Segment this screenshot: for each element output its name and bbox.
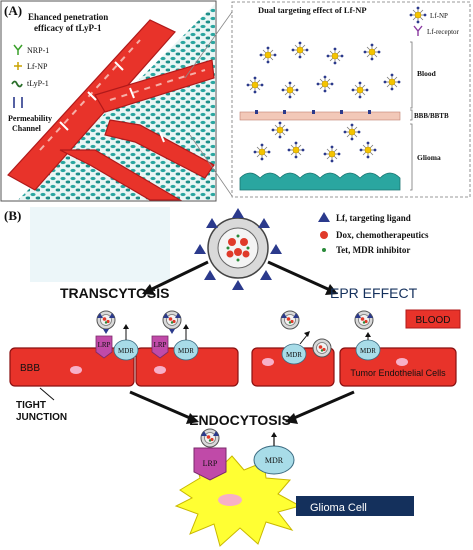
glioma-cell-label: Glioma Cell bbox=[310, 502, 367, 514]
epr-np-3 bbox=[312, 338, 332, 358]
tight-junction-label-1: TIGHT bbox=[16, 400, 46, 411]
legend-ligand-label: Lf, targeting ligand bbox=[336, 213, 411, 223]
legend-tlyp1-label: tLyP-1 bbox=[27, 79, 49, 88]
right-legend-receptor-label: Lf-receptor bbox=[427, 28, 460, 36]
ligand-triangles bbox=[194, 208, 282, 290]
tumor-cells-label: Tumor Endothelial Cells bbox=[350, 368, 446, 378]
arrow-to-epr bbox=[267, 260, 338, 295]
mdr-pump-4: MDR bbox=[355, 332, 381, 361]
legend-nrp1: NRP-1 bbox=[13, 44, 49, 55]
membrane-receptors bbox=[255, 110, 371, 114]
legend-dox: Dox, chemotherapeutics bbox=[320, 230, 429, 240]
legend-tet: Tet, MDR inhibitor bbox=[322, 245, 410, 255]
blood-label: BLOOD bbox=[415, 315, 450, 326]
arrow-epr-to-endocytosis bbox=[285, 390, 355, 424]
legend-lfnp-label: Lf-NP bbox=[27, 62, 48, 71]
region-glioma-label: Glioma bbox=[417, 153, 441, 162]
channel-icon bbox=[13, 97, 23, 108]
epr-np-2 bbox=[354, 310, 374, 330]
tight-junction-label-2: JUNCTION bbox=[16, 412, 67, 423]
blood-box bbox=[405, 309, 461, 329]
legend-perm-label-1: Permeability bbox=[8, 114, 52, 123]
glioma-lrp-receptor: LRP bbox=[193, 447, 227, 481]
legend-ligand: Lf, targeting ligand bbox=[318, 212, 411, 223]
right-legend-receptor: Lf-receptor bbox=[413, 25, 460, 36]
nrp1-icon bbox=[13, 44, 23, 55]
panel-b-background bbox=[30, 207, 170, 282]
mdr-label: MDR bbox=[360, 347, 376, 355]
bbb-label: BBB bbox=[20, 363, 40, 374]
bbb-membrane bbox=[239, 111, 401, 121]
panel-a-right-title: Dual targeting effect of Lf-NP bbox=[258, 5, 367, 15]
epr-np-1 bbox=[280, 310, 300, 330]
legend-lfnp: Lf-NP bbox=[14, 62, 48, 71]
region-bbb-label: BBB/BBTB bbox=[414, 112, 449, 120]
legend-permeability: Permeability Channel bbox=[8, 97, 52, 133]
glioma-np bbox=[200, 428, 220, 448]
arrow-to-transcytosis bbox=[142, 260, 209, 295]
lrp-receptor-2: LRP bbox=[151, 335, 169, 359]
panel-a-left-title-1: Ehanced penetration bbox=[28, 12, 108, 22]
epr-label: EPR EFFECT bbox=[330, 285, 418, 301]
tlyp1-icon bbox=[11, 80, 23, 88]
glioma-cells bbox=[239, 172, 401, 191]
mdr-label: MDR bbox=[118, 347, 134, 355]
arrow-bbb-to-endocytosis bbox=[129, 390, 199, 424]
nucleus bbox=[70, 366, 82, 374]
lrp-label: LRP bbox=[154, 341, 167, 349]
nucleus bbox=[396, 358, 408, 366]
central-nanoparticle bbox=[194, 208, 282, 290]
mdr-label: MDR bbox=[178, 347, 194, 355]
legend-nrp1-label: NRP-1 bbox=[27, 46, 49, 55]
mdr-pump-1: MDR bbox=[113, 324, 139, 361]
lfnp-icon bbox=[14, 62, 22, 70]
lrp-label: LRP bbox=[98, 341, 111, 349]
nucleus bbox=[262, 358, 274, 366]
legend-tlyp1: tLyP-1 bbox=[11, 79, 49, 88]
lrp-label: LRP bbox=[203, 459, 218, 468]
mdr-label: MDR bbox=[265, 456, 284, 465]
mdr-pump-3: MDR bbox=[281, 331, 310, 365]
triangle-icon bbox=[318, 212, 330, 222]
legend-perm-label-2: Channel bbox=[12, 124, 42, 133]
endocytosis-label: ENDOCYTOSIS bbox=[189, 412, 291, 428]
mdr-pump-2: MDR bbox=[173, 324, 199, 361]
right-legend-lfnp-label: Lf-NP bbox=[430, 12, 448, 20]
dox-icon bbox=[320, 231, 328, 239]
glioma-mdr-pump: MDR bbox=[253, 432, 295, 475]
receptor-icon bbox=[413, 25, 423, 36]
transcytosis-np-1 bbox=[96, 310, 116, 334]
tet-icon bbox=[322, 248, 326, 252]
transcytosis-np-2 bbox=[162, 310, 182, 334]
glioma-cell-box bbox=[296, 496, 414, 516]
legend-tet-label: Tet, MDR inhibitor bbox=[336, 245, 410, 255]
panel-a-left-title-2: efficacy of tLyP-1 bbox=[34, 23, 102, 33]
legend-dox-label: Dox, chemotherapeutics bbox=[336, 230, 429, 240]
permeability-channels bbox=[59, 61, 165, 143]
region-blood-label: Blood bbox=[417, 69, 437, 78]
right-legend-lfnp: Lf-NP bbox=[409, 6, 448, 24]
transcytosis-label: TRANSCYTOSIS bbox=[60, 285, 169, 301]
glioma-nucleus bbox=[218, 494, 242, 506]
panel-a-label: (A) bbox=[4, 3, 22, 18]
nucleus bbox=[154, 366, 166, 374]
mdr-label: MDR bbox=[286, 351, 302, 359]
panel-b-label: (B) bbox=[4, 208, 21, 223]
blood-vessel bbox=[7, 19, 215, 201]
lrp-receptor-1: LRP bbox=[95, 335, 113, 359]
panel-a-right-frame bbox=[231, 1, 471, 198]
